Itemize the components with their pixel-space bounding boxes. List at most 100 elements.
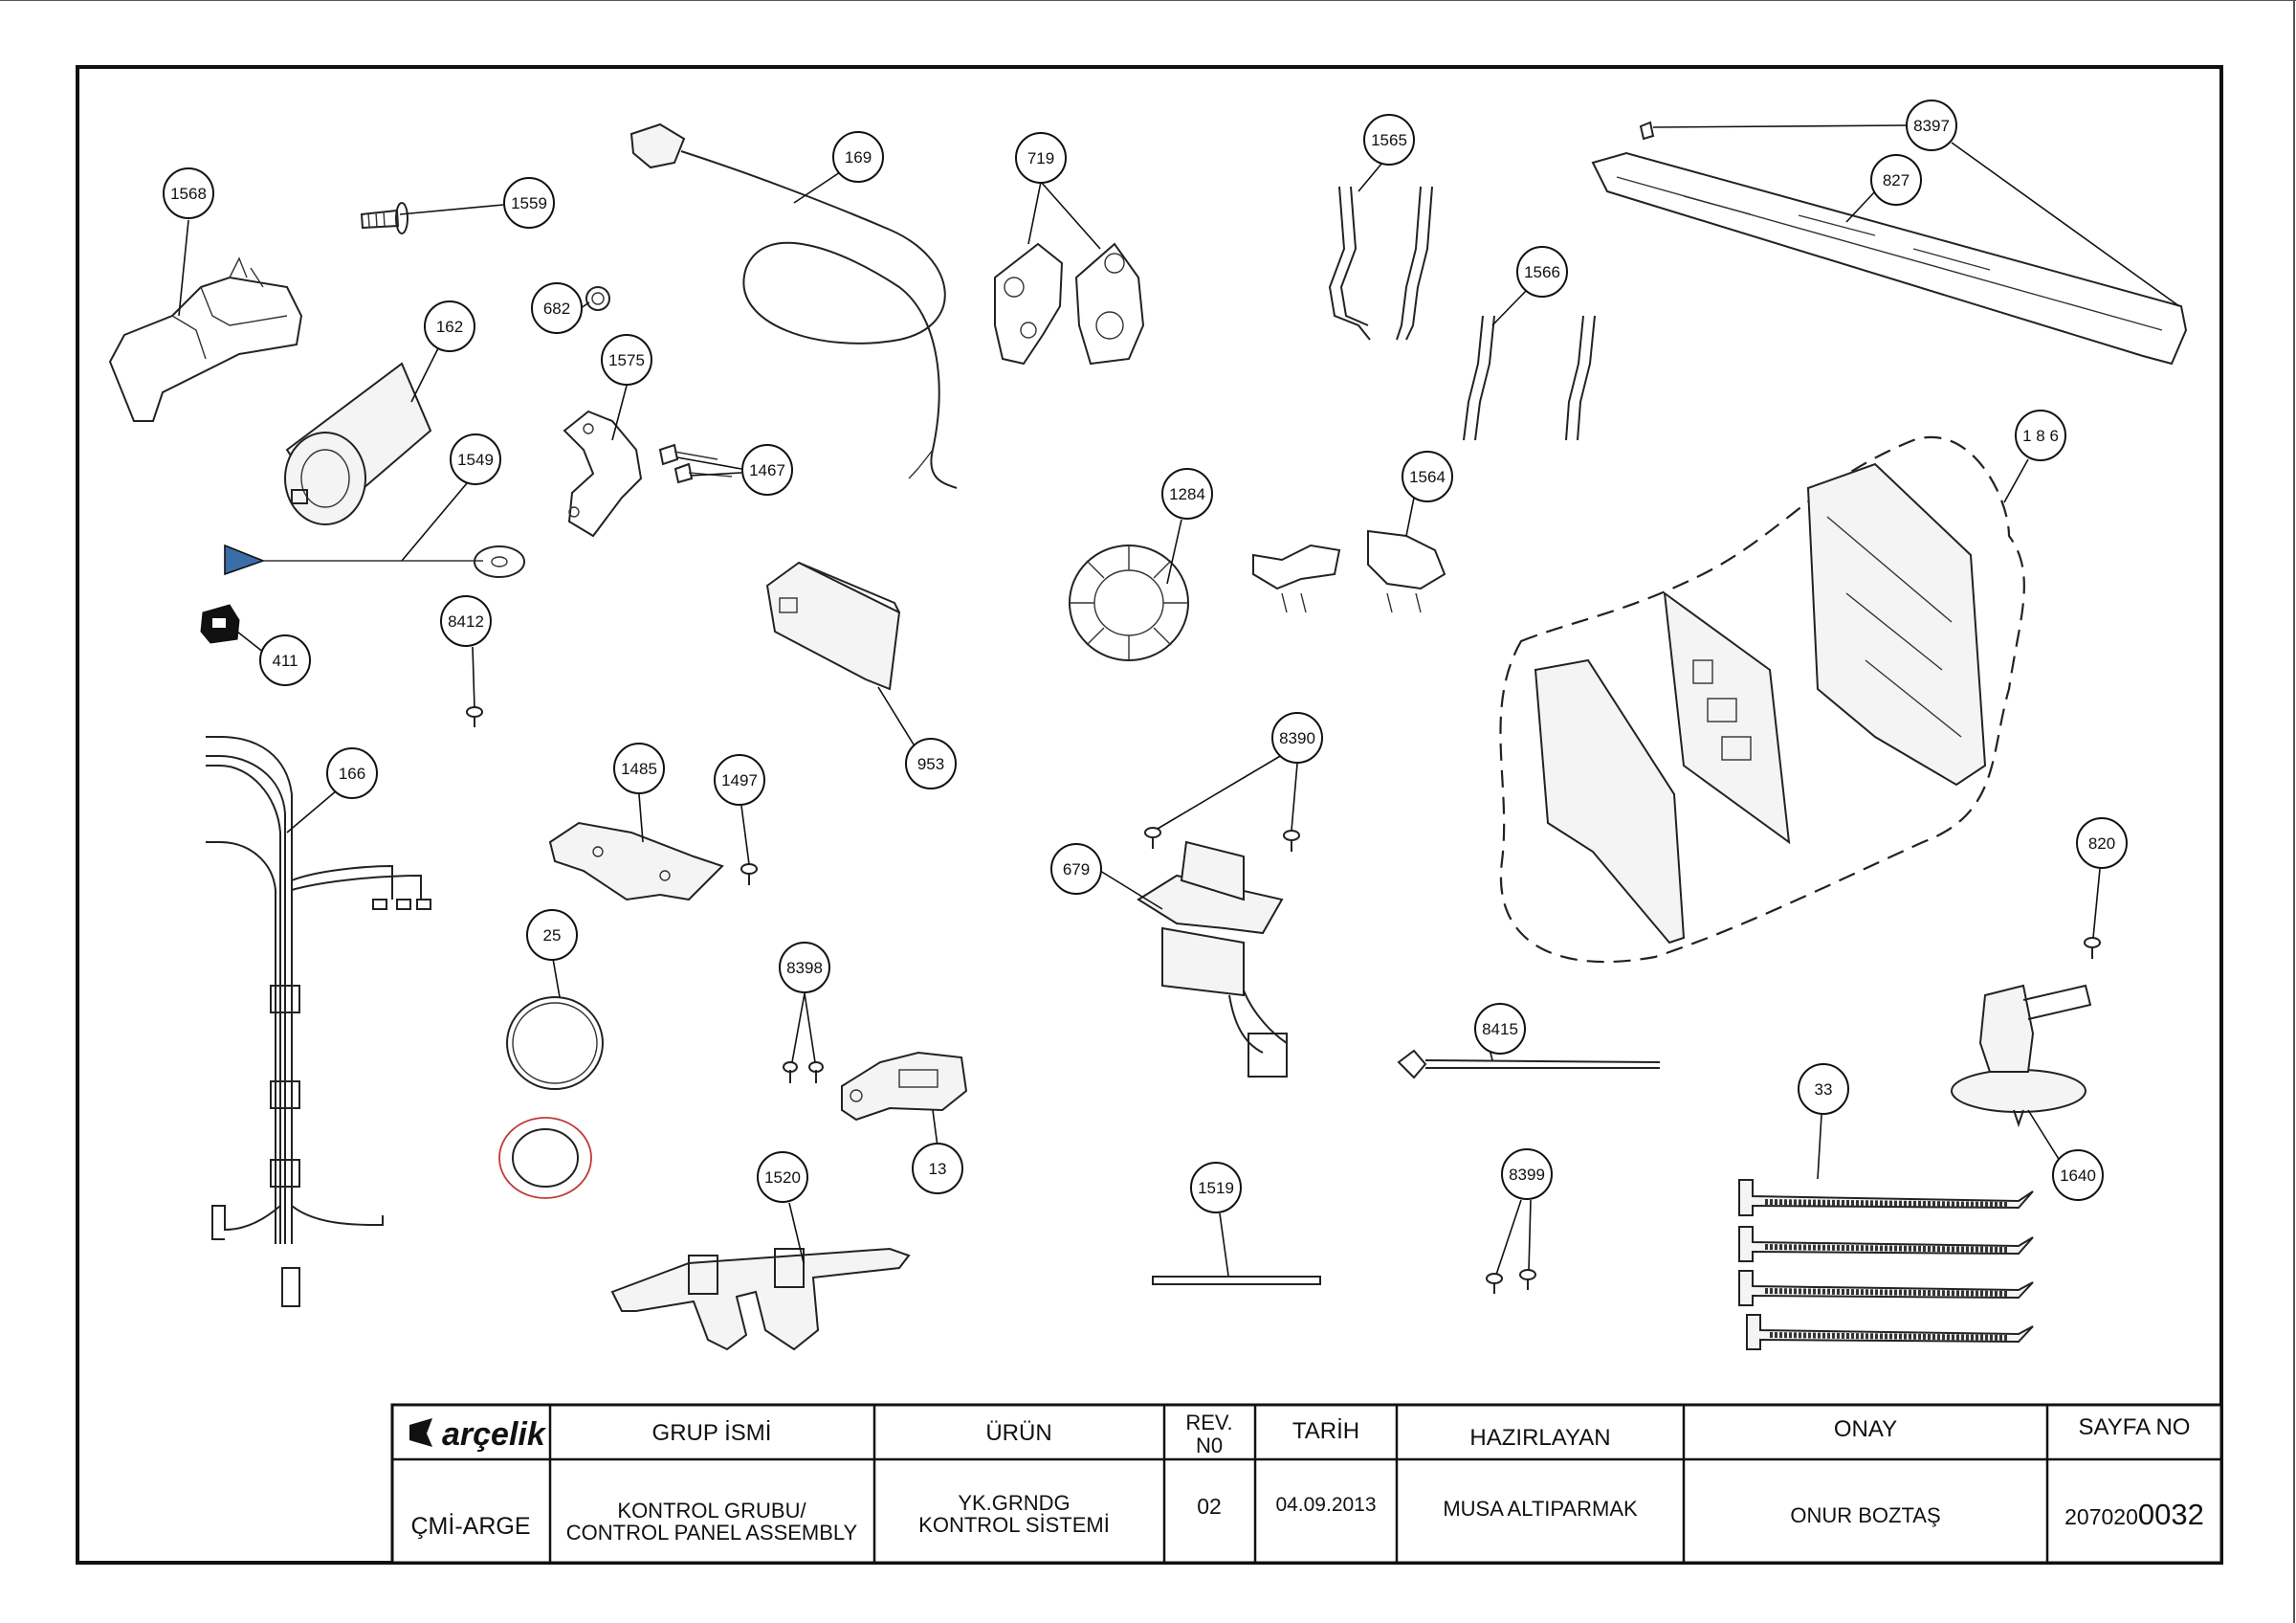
- brand-logo-text: arçelik: [442, 1416, 547, 1453]
- callout-c25: 25: [526, 909, 578, 961]
- callout-label: 162: [436, 318, 463, 336]
- callout-circle: [613, 743, 665, 794]
- callout-c8399: 8399: [1501, 1148, 1553, 1200]
- header-date: TARİH: [1292, 1418, 1359, 1444]
- callout-c827: 827: [1870, 154, 1922, 206]
- part-1284-disc: [1069, 545, 1189, 661]
- header-approval: ONAY: [1834, 1416, 1897, 1442]
- callout-circle: [259, 634, 311, 686]
- callout-circle: [2015, 410, 2066, 461]
- callout-circle: [163, 167, 214, 219]
- part-1566-rails: [1463, 315, 1596, 441]
- callout-c1497: 1497: [714, 754, 765, 806]
- part-166-harness: [206, 736, 431, 1307]
- part-1467-screws: [658, 443, 733, 484]
- value-approval: ONUR BOZTAŞ: [1790, 1503, 1940, 1527]
- callout-label: 8415: [1482, 1020, 1518, 1038]
- callout-c1575: 1575: [601, 334, 652, 386]
- callout-label: 1559: [511, 194, 547, 212]
- callout-circle: [1906, 100, 1957, 151]
- callout-c1559: 1559: [503, 177, 555, 229]
- callout-circle: [1271, 712, 1323, 764]
- callout-c33: 33: [1798, 1063, 1849, 1115]
- callout-circle: [2076, 817, 2128, 869]
- callout-c1568: 1568: [163, 167, 214, 219]
- callout-circle: [1798, 1063, 1849, 1115]
- brand-logo-icon: [409, 1418, 432, 1447]
- callout-c8390: 8390: [1271, 712, 1323, 764]
- part-1575-bracket: [563, 410, 643, 538]
- callout-c1549: 1549: [450, 434, 501, 485]
- callout-label: 827: [1883, 171, 1910, 189]
- callout-label: 1566: [1524, 263, 1560, 281]
- part-169-cable: [629, 122, 958, 489]
- part-682-nut: [585, 286, 610, 311]
- callout-c8412: 8412: [440, 595, 492, 647]
- callout-c682: 682: [531, 282, 583, 334]
- callout-c8415: 8415: [1474, 1003, 1526, 1055]
- callout-circle: [424, 300, 475, 352]
- callout-c1284: 1284: [1161, 468, 1213, 520]
- callout-c1640: 1640: [2052, 1149, 2104, 1201]
- callout-label: 1640: [2060, 1167, 2096, 1185]
- part-1519-strip: [1152, 1276, 1321, 1285]
- callout-circle: [1190, 1162, 1242, 1213]
- callout-circle: [832, 131, 884, 183]
- callout-circle: [905, 738, 957, 789]
- value-page-no: 2070200032: [2064, 1498, 2204, 1531]
- callout-c186: 1 8 6: [2015, 410, 2066, 461]
- callout-circle: [1363, 114, 1415, 166]
- part-820-screw: [2084, 937, 2101, 959]
- callout-label: 25: [543, 926, 562, 945]
- callout-circle: [1870, 154, 1922, 206]
- callout-label: 1 8 6: [2022, 427, 2059, 445]
- callout-label: 682: [543, 300, 570, 318]
- callout-circle: [2052, 1149, 2104, 1201]
- part-8398-screws: [783, 1061, 824, 1083]
- callout-c8398: 8398: [779, 942, 830, 993]
- callout-label: 820: [2088, 834, 2115, 853]
- part-1565-rails: [1328, 186, 1433, 341]
- callout-label: 1519: [1198, 1179, 1234, 1197]
- callout-c166: 166: [326, 747, 378, 799]
- header-rev-line2: N0: [1196, 1434, 1223, 1457]
- callout-label: 169: [845, 148, 872, 167]
- value-prepared: MUSA ALTIPARMAK: [1443, 1497, 1638, 1521]
- part-25-lens: [498, 996, 604, 1199]
- header-prepared: HAZIRLAYAN: [1469, 1425, 1610, 1451]
- callout-label: 1549: [457, 451, 494, 469]
- part-719-brackets: [994, 242, 1145, 366]
- callout-label: 1485: [621, 760, 657, 778]
- callout-c1467: 1467: [741, 444, 793, 496]
- callout-circle: [440, 595, 492, 647]
- value-product-line2: KONTROL SİSTEMİ: [918, 1513, 1110, 1537]
- callout-label: 13: [929, 1160, 947, 1178]
- leader-lines: [178, 124, 2180, 1277]
- callout-circle: [1501, 1148, 1553, 1200]
- callout-c13: 13: [912, 1143, 963, 1194]
- callout-c162: 162: [424, 300, 475, 352]
- title-block: arçelik GRUP İSMİ ÜRÜN REV. N0 TARİH HAZ…: [390, 1403, 2223, 1565]
- callout-c679: 679: [1050, 843, 1102, 895]
- callout-c953: 953: [905, 738, 957, 789]
- callout-circle: [1161, 468, 1213, 520]
- callout-label: 8397: [1913, 117, 1950, 135]
- callout-label: 1565: [1371, 131, 1407, 149]
- part-162-capacitor: [284, 362, 432, 525]
- callout-label: 8398: [786, 959, 823, 977]
- part-8399-screws: [1486, 1269, 1536, 1294]
- callout-circle: [1516, 246, 1568, 298]
- value-group-line2: CONTROL PANEL ASSEMBLY: [566, 1521, 858, 1545]
- callout-label: 8412: [448, 612, 484, 631]
- callout-c411: 411: [259, 634, 311, 686]
- callout-c1566: 1566: [1516, 246, 1568, 298]
- callout-circle: [503, 177, 555, 229]
- callout-label: 719: [1027, 149, 1054, 167]
- callout-circle: [1015, 132, 1067, 184]
- parts-layer: [108, 121, 2188, 1351]
- callout-circle: [326, 747, 378, 799]
- callout-c719: 719: [1015, 132, 1067, 184]
- callout-label: 1568: [170, 185, 207, 203]
- callout-label: 1575: [608, 351, 645, 369]
